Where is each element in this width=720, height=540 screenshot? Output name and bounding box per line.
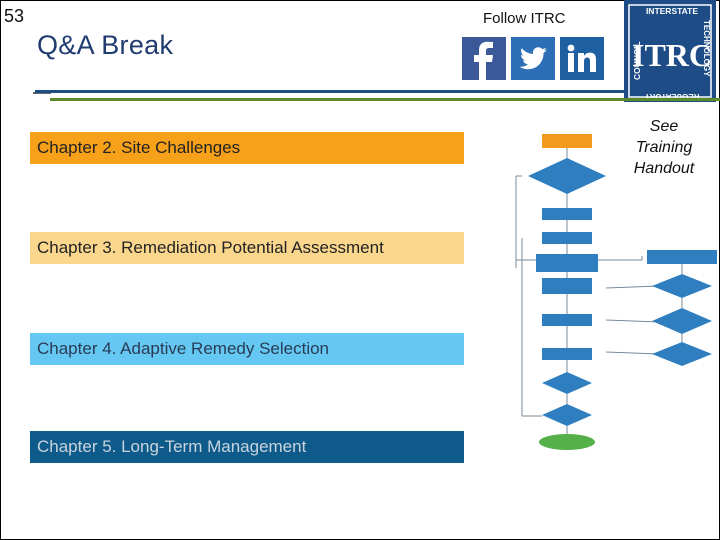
logo-top-text: INTERSTATE bbox=[646, 6, 698, 16]
handout-line: Handout bbox=[633, 160, 695, 177]
title-divider-green bbox=[50, 98, 720, 101]
linkedin-icon[interactable] bbox=[560, 37, 604, 80]
chapter-4-item[interactable]: Chapter 4. Adaptive Remedy Selection bbox=[30, 333, 464, 365]
chapter-3-item[interactable]: Chapter 3. Remediation Potential Assessm… bbox=[30, 232, 464, 264]
training-handout-note: See Training Handout bbox=[622, 116, 706, 179]
page-title: Q&A Break bbox=[37, 30, 174, 60]
facebook-icon[interactable] bbox=[462, 37, 506, 80]
slide-number: 53 bbox=[4, 6, 25, 26]
divider-stub bbox=[33, 92, 51, 94]
itrc-logo: INTERSTATE TECHNOLOGY REGULATORY COUNCIL… bbox=[624, 0, 716, 102]
twitter-icon[interactable] bbox=[511, 37, 555, 80]
logo-left-text: COUNCIL bbox=[632, 41, 642, 80]
see-line: See bbox=[649, 118, 679, 135]
follow-label: Follow ITRC bbox=[483, 10, 566, 27]
flowchart-thumbnail bbox=[512, 128, 720, 458]
chapter-2-item[interactable]: Chapter 2. Site Challenges bbox=[30, 132, 464, 164]
title-divider-blue bbox=[35, 90, 625, 93]
logo-right-text: TECHNOLOGY bbox=[702, 20, 711, 77]
chapter-5-item[interactable]: Chapter 5. Long-Term Management bbox=[30, 431, 464, 463]
logo-center-text: ITRC bbox=[632, 37, 712, 73]
logo-bottom-text: REGULATORY bbox=[644, 92, 700, 101]
training-line: Training bbox=[635, 139, 693, 156]
